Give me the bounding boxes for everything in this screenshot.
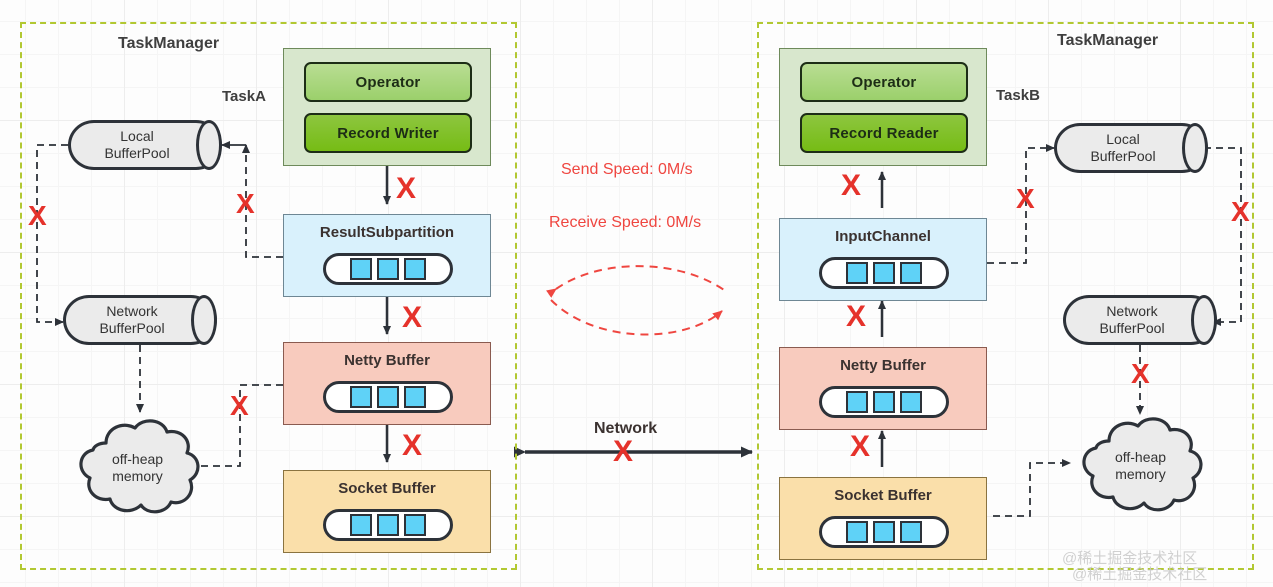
- network-label: Network: [594, 420, 658, 437]
- pool-line-1: Network: [106, 303, 158, 320]
- local-bufferpool-right-label: Local BufferPool: [1090, 131, 1171, 165]
- network-bufferpool-left[interactable]: Network BufferPool: [63, 295, 217, 345]
- buffer-cell: [846, 262, 868, 284]
- result-subpartition-title: ResultSubpartition: [319, 224, 455, 241]
- netty-buffer-title-left: Netty Buffer: [344, 352, 430, 369]
- netty-buffer-buffers-right: [819, 386, 949, 418]
- input-channel-box[interactable]: InputChannel: [779, 218, 987, 301]
- taskmanager-left-container: [20, 22, 517, 570]
- buffer-cell: [404, 258, 426, 280]
- buffer-cell: [350, 258, 372, 280]
- buffer-cell: [900, 262, 922, 284]
- buffer-cell: [404, 386, 426, 408]
- network-bufferpool-right[interactable]: Network BufferPool: [1063, 295, 1217, 345]
- x-mark-network: X: [613, 435, 634, 468]
- local-bufferpool-right[interactable]: Local BufferPool: [1054, 123, 1208, 173]
- local-bufferpool-left[interactable]: Local BufferPool: [68, 120, 222, 170]
- socket-buffer-buffers-left: [323, 509, 453, 541]
- x-mark-recordwriter-to-subpartition: X: [396, 172, 417, 205]
- pool-line-2: BufferPool: [1099, 320, 1165, 336]
- buffer-cell: [846, 521, 868, 543]
- netty-buffer-title-right: Netty Buffer: [840, 357, 926, 374]
- taskmanager-right-container: [757, 22, 1254, 570]
- receive-speed-label: Receive Speed: 0M/s: [549, 214, 702, 231]
- buffer-cell: [404, 514, 426, 536]
- off-heap-memory-right-label: off-heap memory: [1115, 449, 1166, 484]
- pool-line-1: Network: [1106, 303, 1158, 320]
- operator-chip-left[interactable]: Operator: [304, 62, 472, 102]
- memory-line-2: memory: [112, 468, 163, 484]
- record-writer-chip[interactable]: Record Writer: [304, 113, 472, 153]
- buffer-cell: [350, 514, 372, 536]
- pool-line-1: Local: [1106, 131, 1140, 148]
- off-heap-memory-right[interactable]: off-heap memory: [1068, 410, 1213, 522]
- throughput-loop: [546, 265, 728, 336]
- buffer-cell: [377, 386, 399, 408]
- memory-line-2: memory: [1115, 466, 1166, 482]
- buffer-cell: [350, 386, 372, 408]
- x-mark-subpartition-to-netty: X: [402, 301, 423, 334]
- record-reader-chip[interactable]: Record Reader: [800, 113, 968, 153]
- local-bufferpool-left-label: Local BufferPool: [104, 128, 185, 162]
- buffer-cell: [873, 391, 895, 413]
- buffer-cell: [846, 391, 868, 413]
- socket-buffer-title-right: Socket Buffer: [834, 487, 932, 504]
- x-mark-netty-to-socket-left: X: [402, 429, 423, 462]
- socket-buffer-title-left: Socket Buffer: [338, 480, 436, 497]
- taskmanager-left-title: TaskManager: [118, 35, 220, 52]
- send-speed-label: Send Speed: 0M/s: [561, 161, 693, 178]
- x-mark-left-edge: X: [28, 200, 47, 231]
- netty-buffer-buffers-left: [323, 381, 453, 413]
- cloud-shape: [1082, 417, 1203, 512]
- right-dashed-links: [987, 144, 1242, 517]
- task-a-label: TaskA: [222, 88, 266, 105]
- memory-line-1: off-heap: [1114, 448, 1167, 465]
- operator-chip-right[interactable]: Operator: [800, 62, 968, 102]
- buffer-cell: [900, 521, 922, 543]
- memory-line-1: off-heap: [111, 450, 164, 467]
- x-mark-inputchannel-to-localpool: X: [1016, 183, 1035, 214]
- off-heap-memory-left[interactable]: off-heap memory: [65, 412, 210, 524]
- pool-line-1: Local: [120, 128, 154, 145]
- socket-buffer-box-left[interactable]: Socket Buffer: [283, 470, 491, 553]
- x-mark-subpartition-to-localpool: X: [236, 188, 255, 219]
- result-subpartition-buffers: [323, 253, 453, 285]
- pool-line-2: BufferPool: [104, 145, 170, 161]
- task-b-label: TaskB: [996, 87, 1040, 104]
- left-dashed-links: [36, 141, 283, 470]
- socket-buffer-box-right[interactable]: Socket Buffer: [779, 477, 987, 560]
- taskmanager-right-title: TaskManager: [1057, 32, 1159, 49]
- task-a-group: Operator Record Writer: [283, 48, 491, 166]
- x-mark-netty-to-offheap-left: X: [230, 390, 249, 421]
- netty-buffer-box-right[interactable]: Netty Buffer: [779, 347, 987, 430]
- netty-buffer-box-left[interactable]: Netty Buffer: [283, 342, 491, 425]
- pool-line-2: BufferPool: [1090, 148, 1156, 164]
- result-subpartition-box[interactable]: ResultSubpartition: [283, 214, 491, 297]
- network-bufferpool-left-label: Network BufferPool: [99, 303, 180, 337]
- buffer-cell: [377, 514, 399, 536]
- buffer-cell: [377, 258, 399, 280]
- x-mark-socket-to-netty-right: X: [850, 430, 871, 463]
- x-mark-netty-to-inputchannel: X: [846, 300, 867, 333]
- buffer-cell: [873, 521, 895, 543]
- watermark-line-1: @稀土掘金技术社区: [1062, 550, 1198, 567]
- watermark-line-2: @稀土掘金技术社区: [1072, 566, 1208, 583]
- off-heap-memory-left-label: off-heap memory: [112, 451, 163, 486]
- task-b-group: Operator Record Reader: [779, 48, 987, 166]
- network-bufferpool-right-label: Network BufferPool: [1099, 303, 1180, 337]
- cloud-shape: [79, 419, 200, 514]
- input-channel-buffers: [819, 257, 949, 289]
- x-mark-right-edge: X: [1231, 196, 1250, 227]
- socket-buffer-buffers-right: [819, 516, 949, 548]
- pool-line-2: BufferPool: [99, 320, 165, 336]
- buffer-cell: [900, 391, 922, 413]
- input-channel-title: InputChannel: [835, 228, 931, 245]
- x-mark-networkpool-to-offheap-right: X: [1131, 358, 1150, 389]
- buffer-cell: [873, 262, 895, 284]
- x-mark-inputchannel-to-reader: X: [841, 169, 862, 202]
